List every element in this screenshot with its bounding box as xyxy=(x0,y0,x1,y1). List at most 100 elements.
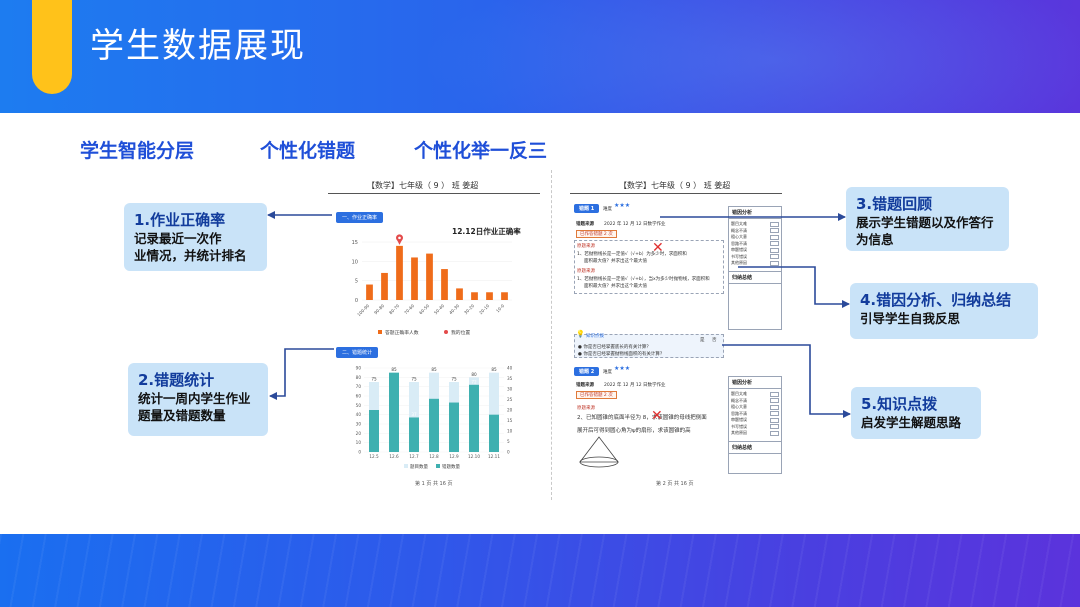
accuracy-bar xyxy=(456,288,463,300)
wrong-bar xyxy=(369,410,379,452)
cause-panel-title-2: 错因分析 xyxy=(729,377,781,389)
y-tick-label: 20 xyxy=(356,431,362,436)
legend-swatch xyxy=(378,330,382,334)
wrong-mark-icon-2: ✕ xyxy=(651,408,663,424)
y2-tick-label: 0 xyxy=(507,450,510,455)
error2-question: 2、已知圆锥的底面半径为 8，求该圆锥的母线把侧面 xyxy=(577,415,707,421)
arrow-knowledge xyxy=(722,344,851,418)
y-tick-label: 80 xyxy=(356,375,362,380)
cause-option-label: 思路不清 xyxy=(731,240,747,246)
error1-question-box xyxy=(574,240,724,294)
summary-title: 归纳总结 xyxy=(729,270,781,284)
cause-option-label: 概念不清 xyxy=(731,397,747,403)
error2-cause-panel: 错因分析 题目太难概念不清粗心大意思路不清审题错误书写错误其他原因 归纳总结 xyxy=(728,376,782,474)
total-bar xyxy=(409,382,419,452)
y-tick-label: 50 xyxy=(356,403,362,408)
footer-band xyxy=(0,534,1080,607)
knowledge-no: 否 xyxy=(712,338,717,343)
summary-title-2: 归纳总结 xyxy=(729,440,781,454)
error1-source: 2022 年 12 月 12 日数学作业 xyxy=(604,222,666,227)
cause-option-label: 题目太难 xyxy=(731,391,747,397)
accuracy-bar xyxy=(471,292,478,300)
cause-option: 书写错误 xyxy=(729,424,781,431)
arrow-analysis xyxy=(738,266,850,308)
data-label: 85 xyxy=(391,367,397,372)
cause-checkbox xyxy=(770,260,779,266)
callout-mistakes-desc-2: 题量及错题数量 xyxy=(138,408,226,423)
y-tick-label: 90 xyxy=(356,366,362,371)
error1-stars: ★★★ xyxy=(614,202,631,209)
y-tick-label: 40 xyxy=(356,412,362,417)
accuracy-bar xyxy=(411,257,418,300)
accuracy-bar xyxy=(396,245,403,300)
cause-list: 题目太难概念不清粗心大意思路不清审题错误书写错误其他原因 xyxy=(729,219,781,267)
wrong-bar xyxy=(409,417,419,452)
accuracy-bar xyxy=(381,272,388,300)
data-label: 37 xyxy=(411,412,417,417)
total-bar xyxy=(489,372,499,452)
y-tick-label: 60 xyxy=(356,394,362,399)
cause-checkbox xyxy=(770,221,779,227)
cone-figure xyxy=(579,436,619,468)
wrong-bar xyxy=(389,372,399,452)
right-doc-heading: 【数学】七年级（ 9 ） 班 姜超 xyxy=(619,181,731,190)
feature-smart-layering: 学生智能分层 xyxy=(80,140,195,162)
cause-checkbox xyxy=(770,398,779,404)
callout-accuracy-desc-2: 业情况，并统计排名 xyxy=(134,248,247,263)
legend-label: 错题数量 xyxy=(442,463,460,470)
error1-sample-label: 原题来源 xyxy=(577,244,595,249)
y-tick-label: 30 xyxy=(356,422,362,427)
cause-option-label: 书写错误 xyxy=(731,253,747,259)
x-tick-label: 10-0 xyxy=(495,303,505,313)
cause-checkbox xyxy=(770,247,779,253)
error1-sample-label-2: 原题来源 xyxy=(577,269,595,274)
header-band: 学生数据展现 xyxy=(0,0,1080,113)
section-mistakes-tag: 二、错题统计 xyxy=(336,347,379,358)
callout-mistakes: 2.错题统计 统计一周内学生作业 题量及错题数量 xyxy=(128,363,268,436)
page-divider xyxy=(551,170,552,500)
my-position-dot xyxy=(398,236,401,240)
x-tick-label: 12.11 xyxy=(488,454,500,459)
wrong-bar xyxy=(449,402,459,452)
cause-option-label: 思路不清 xyxy=(731,410,747,416)
knowledge-item-2: ● 你是否已经掌握抛物线面积的有关计算？ xyxy=(578,352,665,357)
y2-tick-label: 5 xyxy=(507,439,510,444)
y2-tick-label: 20 xyxy=(507,408,513,413)
y2-tick-label: 10 xyxy=(507,429,513,434)
knowledge-tip-title: 知识点拨 xyxy=(586,334,604,339)
page-title: 学生数据展现 xyxy=(90,26,306,66)
y2-tick-label: 15 xyxy=(507,418,513,423)
cause-option-label: 题目太难 xyxy=(731,221,747,227)
y2-tick-label: 25 xyxy=(507,397,513,402)
data-label: 72 xyxy=(471,379,477,384)
cause-option-label: 粗心大意 xyxy=(731,404,747,410)
left-doc-rule xyxy=(328,193,540,194)
legend-pin xyxy=(444,330,448,334)
knowledge-item-1: ● 你是否已经掌握底长的有关计算？ xyxy=(578,345,651,350)
cause-option: 思路不清 xyxy=(729,411,781,418)
cause-option-label: 概念不清 xyxy=(731,227,747,233)
title-accent-tab xyxy=(32,0,72,94)
cause-option-label: 其他原因 xyxy=(731,430,747,436)
cause-panel-title: 错因分析 xyxy=(729,207,781,219)
error1-q2-cont: 面积最大值？并求出这个最大值 xyxy=(584,284,647,289)
wrong-bar xyxy=(489,414,499,452)
error1-difficulty: 难度 xyxy=(603,207,612,212)
data-label: 80 xyxy=(471,372,477,377)
data-label: 75 xyxy=(451,377,457,382)
cause-option: 粗心大意 xyxy=(729,404,781,411)
legend-label: 我的位置 xyxy=(451,329,470,336)
cause-option-label: 其他原因 xyxy=(731,260,747,266)
cause-checkbox xyxy=(770,234,779,240)
callout-review-title: 3.错题回顾 xyxy=(856,195,933,213)
y2-tick-label: 40 xyxy=(507,366,513,371)
error1-wrong-count: 已作答错题 2 次 xyxy=(576,230,617,238)
y-tick-label: 15 xyxy=(352,240,358,246)
error2-sample-label: 原题来源 xyxy=(577,406,595,411)
accuracy-bar xyxy=(426,253,433,300)
cause-option: 其他原因 xyxy=(729,260,781,267)
cause-option-label: 书写错误 xyxy=(731,423,747,429)
accuracy-bar xyxy=(486,292,493,300)
